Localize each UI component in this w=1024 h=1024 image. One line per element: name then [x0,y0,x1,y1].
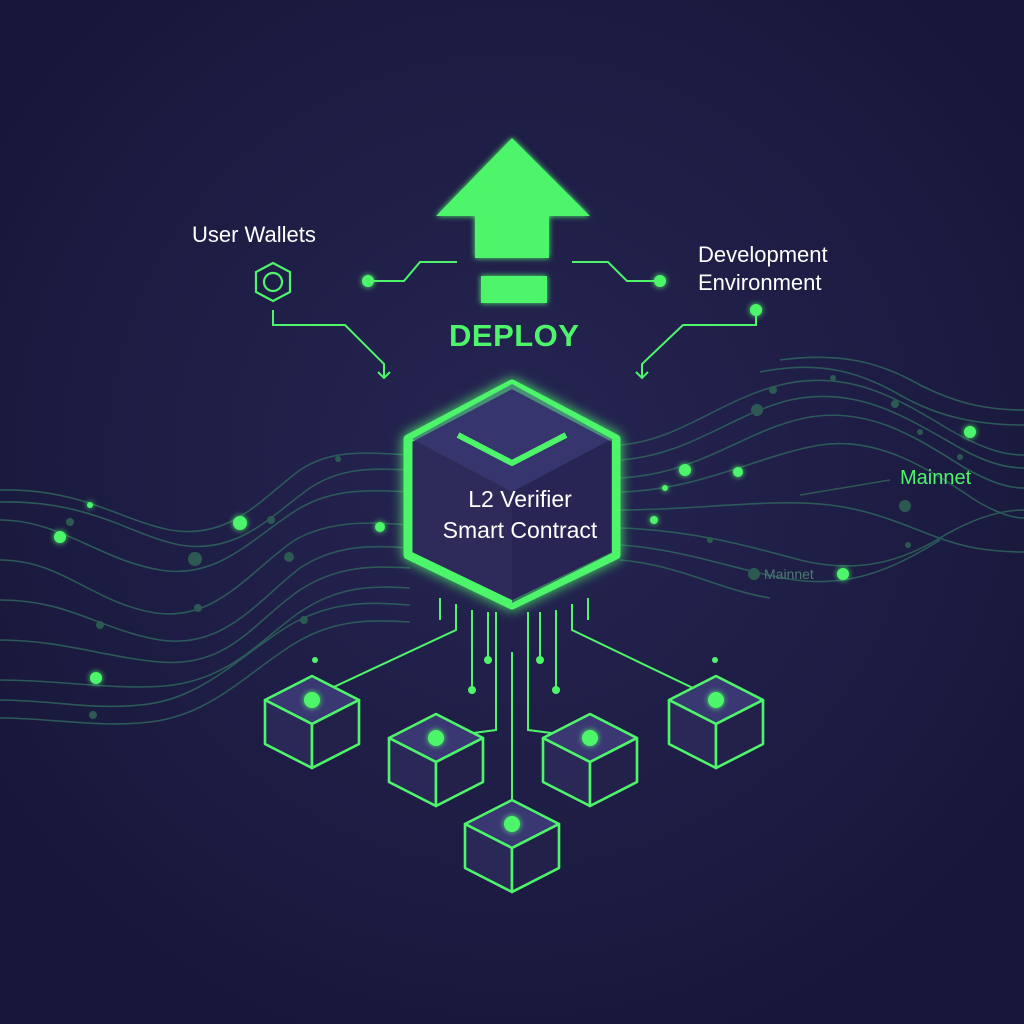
right-network-streams [619,356,1024,599]
mainnet-label: Mainnet [900,467,972,489]
contract-label: L2 Verifier Smart Contract [404,484,636,546]
node-dot [582,730,598,746]
node-dot [304,692,320,708]
node-dot [504,816,520,832]
stream-nodes-dim [66,375,963,719]
node-dot [708,692,724,708]
output-connector-dots [312,656,718,694]
user-wallets-label: User Wallets [192,222,316,247]
node-dot [428,730,444,746]
cube-icon [463,798,561,894]
cube-icon [263,674,361,770]
node-cubes [263,674,765,894]
mainnet-leader-line [799,479,891,496]
stream-nodes-bright [54,426,976,684]
input-connectors [272,261,757,380]
development-environment-label: Development Environment [698,241,828,297]
hexagon-cube-icon [403,379,621,610]
cube-icon [541,712,639,808]
cube-icon [667,674,765,770]
connector-dots [362,275,762,316]
mainnet-secondary-label: Mainnet [764,566,814,582]
up-arrow-icon [436,138,590,303]
contract-label-line-1: L2 Verifier [468,486,572,512]
development-environment-line-2: Environment [698,270,822,295]
development-environment-line-1: Development [698,242,828,267]
cube-icon [387,712,485,808]
contract-label-line-2: Smart Contract [442,517,598,543]
hexagon-ring-icon [254,261,292,303]
deploy-label: DEPLOY [449,318,580,353]
